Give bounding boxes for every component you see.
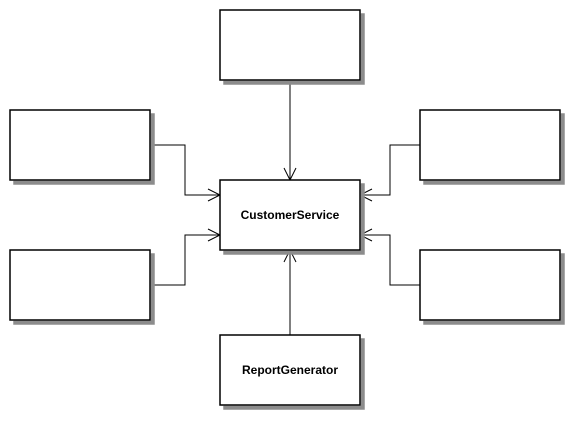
edge-top-to-center <box>283 80 297 182</box>
node-report-generator-label: ReportGenerator <box>242 363 338 377</box>
node-customer-service[interactable]: CustomerService <box>219 179 361 251</box>
node-left-upper[interactable] <box>9 109 151 181</box>
edge-right-upper-to-center <box>358 144 420 202</box>
edge-right-lower-to-center <box>358 228 420 286</box>
edge-left-lower-to-center <box>150 228 222 286</box>
connectors <box>150 80 420 335</box>
node-customer-service-label: CustomerService <box>241 208 340 222</box>
node-right-upper[interactable] <box>419 109 561 181</box>
node-top[interactable] <box>219 9 361 81</box>
edge-left-upper-to-center <box>150 144 222 202</box>
node-report-generator[interactable]: ReportGenerator <box>219 334 361 406</box>
edge-bottom-to-center <box>283 248 297 335</box>
node-left-lower[interactable] <box>9 249 151 321</box>
node-right-lower[interactable] <box>419 249 561 321</box>
